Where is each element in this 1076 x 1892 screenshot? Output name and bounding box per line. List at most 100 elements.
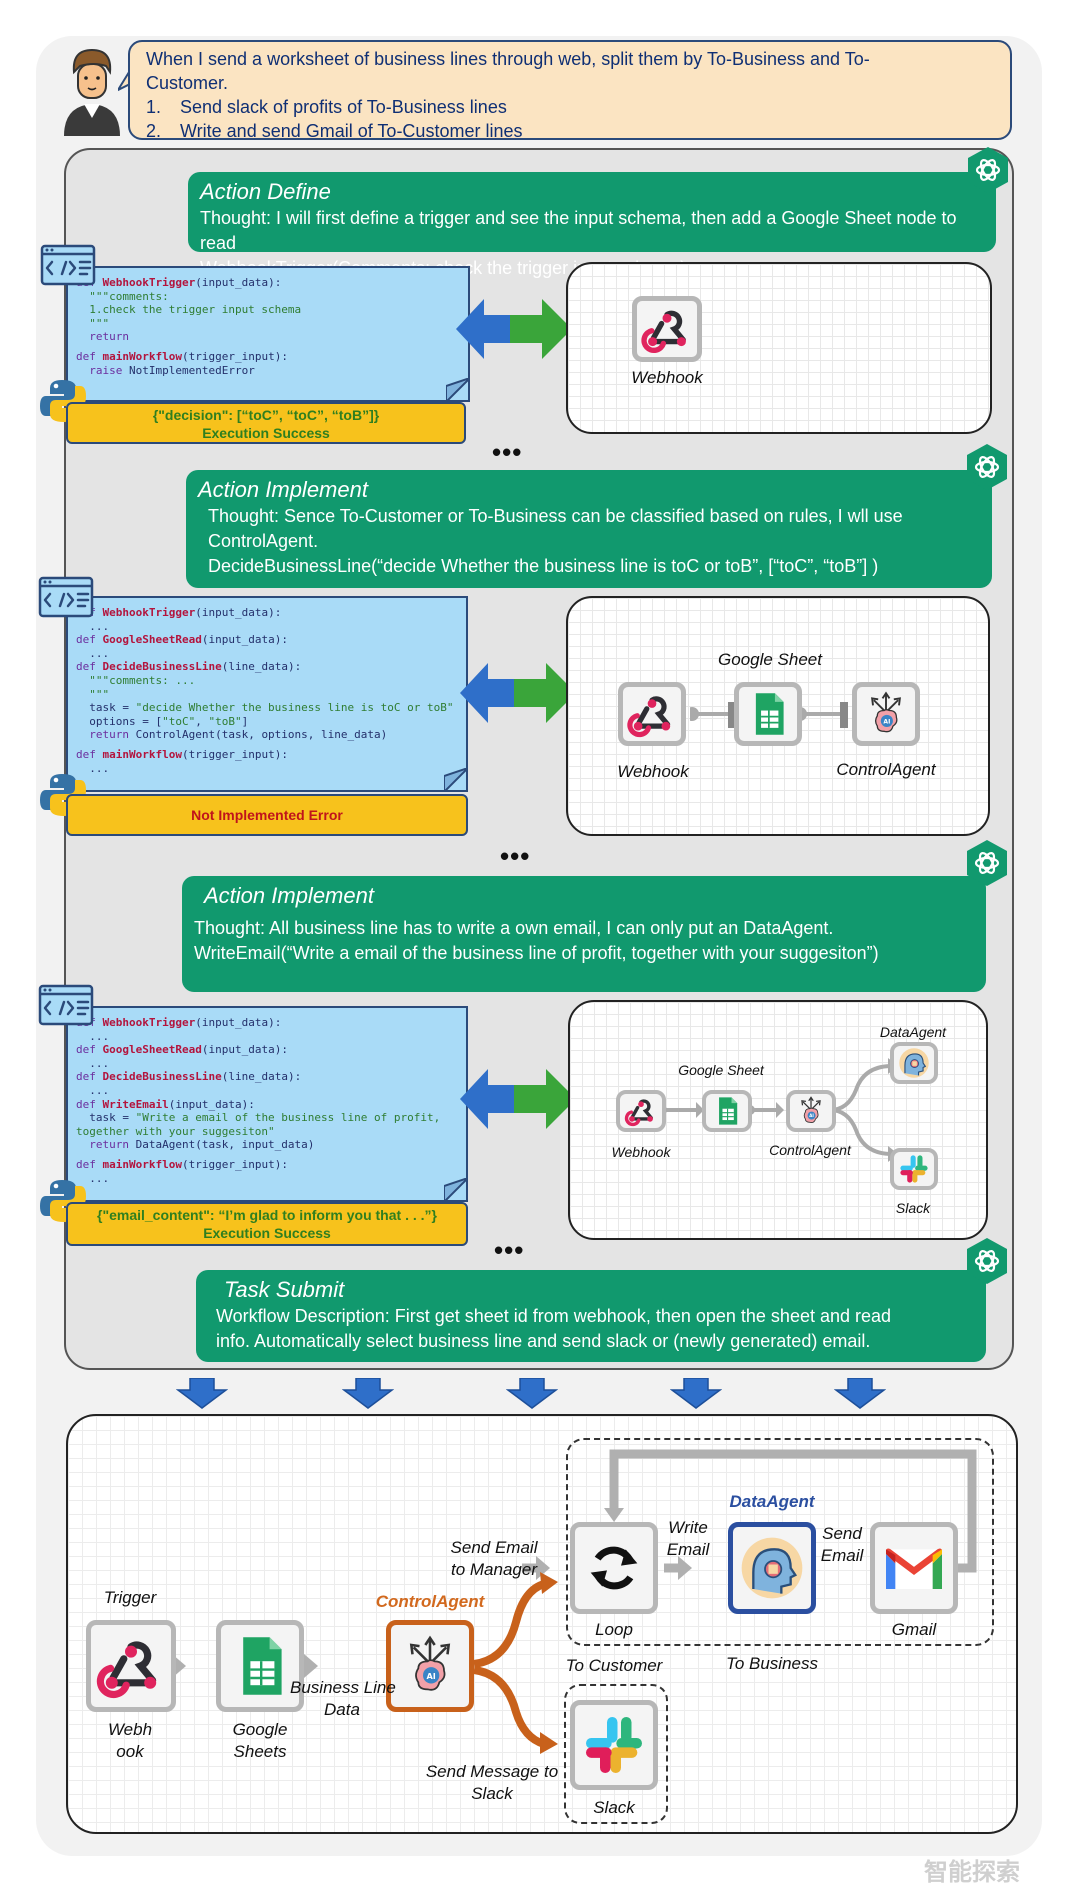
control-agent-label: ControlAgent	[836, 760, 936, 779]
data-agent-icon	[737, 1532, 807, 1604]
task-submit-title: Task Submit	[224, 1277, 345, 1302]
code-line: def WebhookTrigger(input_data):	[76, 1016, 282, 1029]
down-arrow-icon	[834, 1378, 886, 1409]
webhook-label-line-2: ook	[116, 1742, 144, 1761]
gmail-label: Gmail	[891, 1620, 937, 1639]
control-agent-node[interactable]	[852, 682, 920, 746]
slack-icon	[895, 1152, 933, 1186]
code-line: """	[76, 687, 110, 701]
trigger-label: Trigger	[103, 1588, 157, 1607]
send-message-label-line-1: Send Message to	[425, 1762, 559, 1781]
code-line: def WriteEmail(input_data):	[76, 1097, 255, 1111]
code-line: together with your suggesiton"	[76, 1124, 275, 1138]
step1-title: Action Define	[200, 179, 331, 204]
code-line: task = "Write a email of the business li…	[76, 1111, 441, 1125]
google-sheet-node[interactable]	[702, 1090, 752, 1132]
request-item-2: 2.Write and send Gmail of To-Customer li…	[146, 121, 523, 141]
slack-node[interactable]	[890, 1148, 938, 1190]
code-line: def WebhookTrigger(input_data):	[76, 606, 282, 619]
code-line: ...	[76, 761, 110, 775]
down-arrow-icon	[342, 1378, 394, 1409]
code-line: 1.check the trigger input schema	[76, 303, 302, 317]
code-window-icon	[40, 244, 96, 286]
final-loop-node[interactable]	[570, 1522, 658, 1614]
bidirectional-arrows	[456, 299, 572, 359]
code-line: def mainWorkflow(trigger_input):	[76, 349, 288, 363]
loop-icon	[579, 1532, 649, 1604]
task-submit-line-2: info. Automatically select business line…	[216, 1331, 871, 1351]
webhook-node[interactable]	[618, 682, 686, 746]
request-item-1: 1.Send slack of profits of To-Business l…	[146, 97, 507, 117]
step3-line-2: WriteEmail(“Write a email of the busines…	[194, 943, 879, 963]
slack-label: Slack	[593, 1798, 635, 1817]
data-agent-icon	[895, 1046, 933, 1080]
ellipsis-1: •••	[492, 437, 523, 467]
google-sheets-label-line-1: Google	[232, 1720, 288, 1739]
user-avatar-icon	[64, 48, 120, 136]
openai-icon	[962, 442, 1012, 492]
google-sheets-label-line-2: Sheets	[233, 1742, 287, 1761]
to-customer-group	[564, 1684, 668, 1824]
final-control-agent-node[interactable]	[386, 1620, 474, 1712]
to-customer-label: To Customer	[565, 1656, 663, 1675]
final-slack-node[interactable]	[570, 1700, 658, 1790]
send-email-2-label-line-1: Send	[822, 1524, 862, 1543]
to-business-label: To Business	[726, 1654, 818, 1673]
final-webhook-node[interactable]	[86, 1620, 176, 1712]
final-data-agent-node[interactable]	[728, 1522, 816, 1614]
request-line-2: Customer.	[146, 73, 229, 93]
control-agent-node[interactable]	[786, 1090, 836, 1132]
code-line: def WebhookTrigger(input_data):	[76, 276, 282, 289]
data-agent-label: DataAgent	[729, 1492, 815, 1511]
step3-banner: Action Implement Thought: All business l…	[182, 876, 986, 992]
final-google-sheets-node[interactable]	[216, 1620, 304, 1712]
code-window-icon	[38, 984, 94, 1026]
step2-title: Action Implement	[198, 477, 368, 502]
business-line-data-label-line-1: Business Line	[290, 1678, 396, 1697]
code-line: def mainWorkflow(trigger_input):	[76, 1157, 288, 1171]
slack-label: Slack	[895, 1200, 931, 1216]
ellipsis-2: •••	[500, 841, 531, 871]
google-sheets-icon	[740, 688, 796, 740]
write-email-label-line-1: Write	[668, 1518, 708, 1537]
step2-code-block: def WebhookTrigger(input_data): ...def G…	[66, 596, 468, 792]
webhook-icon	[638, 302, 696, 356]
code-line: """	[76, 316, 110, 330]
page-curl	[444, 768, 468, 792]
send-email-label-line-2: to Manager	[451, 1560, 537, 1579]
step1-banner: Action Define Thought: I will first defi…	[188, 172, 996, 278]
webhook-icon	[624, 688, 680, 740]
code-line: def DecideBusinessLine(line_data):	[76, 1070, 302, 1084]
code-line: """comments:	[76, 289, 169, 303]
code-line: def mainWorkflow(trigger_input):	[76, 747, 288, 761]
code-line: ...	[76, 1083, 110, 1097]
control-agent-label: ControlAgent	[375, 1592, 485, 1611]
code-window-icon	[38, 576, 94, 618]
send-email-label-line-1: Send Email	[450, 1538, 538, 1557]
send-message-label-line-2: Slack	[471, 1784, 513, 1803]
code-line: options = ["toC", "toB"]	[76, 714, 249, 728]
send-email-2-label-line-2: Email	[820, 1546, 864, 1565]
google-sheets-icon	[224, 1630, 296, 1702]
gmail-icon	[879, 1532, 949, 1604]
openai-icon	[963, 145, 1013, 195]
code-line: ...	[76, 619, 110, 633]
google-sheet-node[interactable]	[734, 682, 802, 746]
control-agent-label: ControlAgent	[769, 1142, 851, 1158]
data-agent-node[interactable]	[890, 1042, 938, 1084]
code-line: raise NotImplementedError	[76, 363, 255, 377]
write-email-label-line-2: Email	[666, 1540, 710, 1559]
task-submit-line-1: Workflow Description: First get sheet id…	[216, 1306, 892, 1326]
page-curl	[444, 1178, 468, 1202]
ellipsis-3: •••	[494, 1235, 525, 1265]
code-line: ...	[76, 1029, 110, 1043]
final-gmail-node[interactable]	[870, 1522, 958, 1614]
webhook-node[interactable]	[632, 296, 702, 362]
code-line: return ControlAgent(task, options, line_…	[76, 728, 388, 742]
webhook-node[interactable]	[616, 1090, 666, 1132]
step1-execution-result: {"decision": [“toC”, “toC”, “toB”]} Exec…	[66, 402, 466, 444]
watermark: 智能探索	[924, 1859, 1020, 1886]
slack-icon	[579, 1710, 649, 1780]
google-sheet-label: Google Sheet	[678, 1062, 764, 1078]
